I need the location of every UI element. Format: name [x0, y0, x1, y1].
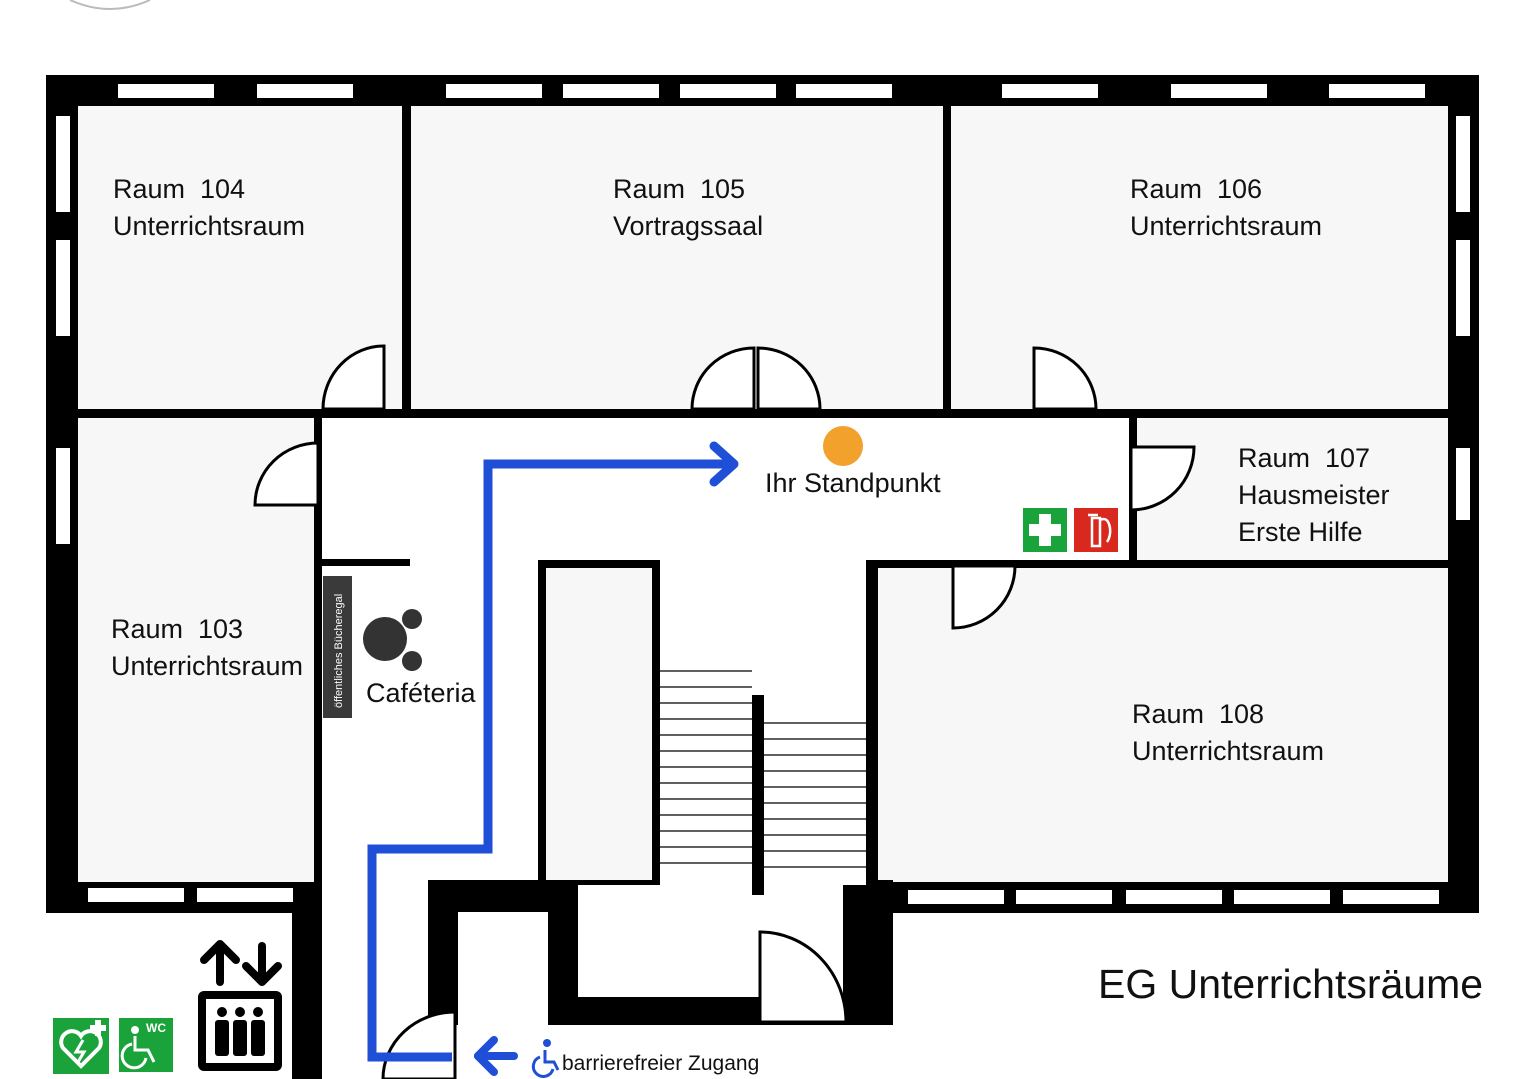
room-104-name: Unterrichtsraum — [113, 211, 305, 241]
cafeteria-wall — [322, 559, 410, 566]
room-107-number: Raum 107 — [1238, 443, 1370, 473]
wc-accessible-icon: WC — [119, 1018, 173, 1072]
room-104-number: Raum 104 — [113, 174, 245, 204]
room-106-name: Unterrichtsraum — [1130, 211, 1322, 241]
wheelchair-icon — [531, 1039, 560, 1078]
stair-lower-fill-a — [458, 912, 548, 1040]
door-108 — [951, 564, 1017, 630]
room-107 — [1137, 418, 1448, 560]
wall-108-left — [866, 560, 878, 885]
room-103-name: Unterrichtsraum — [111, 651, 303, 681]
route-arrow-icon — [709, 441, 739, 487]
bookshelf — [323, 576, 352, 718]
door-107 — [1129, 445, 1196, 512]
cafeteria-icon — [363, 609, 422, 671]
elevator-icon — [198, 940, 282, 1071]
corridor-right-wall — [292, 880, 322, 1079]
fire-extinguisher-icon — [1072, 506, 1120, 554]
wall-107-bottom — [866, 560, 1448, 568]
room-105-name: Vortragssaal — [613, 211, 763, 241]
room-106 — [951, 106, 1448, 409]
floor-title: EG Unterrichtsräume — [1098, 961, 1483, 1007]
stair-divider — [752, 695, 764, 895]
outside-right — [893, 913, 1527, 1025]
doors — [253, 344, 1196, 1079]
wall-104-105 — [402, 106, 411, 409]
standpoint-label: Ihr Standpunkt — [765, 468, 941, 498]
door-105-right — [756, 346, 822, 411]
door-stair — [758, 930, 848, 1024]
room-108-number: Raum 108 — [1132, 699, 1264, 729]
wall-105-106 — [943, 106, 951, 409]
wall-top-rooms — [78, 409, 1448, 418]
room-103-number: Raum 103 — [111, 614, 243, 644]
room-106-number: Raum 106 — [1130, 174, 1262, 204]
door-105-left — [690, 346, 756, 411]
first-aid-icon — [1021, 506, 1069, 554]
cafeteria-label: Caféteria — [366, 678, 477, 708]
door-103 — [253, 441, 320, 507]
bookshelf-label: öffentliches Bücheregal — [333, 594, 345, 708]
aed-icon — [53, 1018, 109, 1074]
outside-bottom — [458, 1025, 1527, 1079]
entrance-arrow-icon — [474, 1036, 518, 1076]
room-108-name: Unterrichtsraum — [1132, 736, 1324, 766]
entrance-label: barrierefreier Zugang — [562, 1052, 759, 1075]
door-104 — [321, 344, 386, 411]
room-107-name: Hausmeister — [1238, 480, 1390, 510]
door-entrance — [381, 1010, 457, 1079]
room-105 — [411, 106, 943, 409]
room-105-number: Raum 105 — [613, 174, 745, 204]
windows — [56, 84, 1470, 904]
room-107-extra: Erste Hilfe — [1238, 517, 1363, 547]
svg-text:WC: WC — [146, 1021, 166, 1035]
stairs — [660, 670, 866, 868]
stair-core-fill — [546, 568, 652, 880]
route-path — [367, 459, 730, 1062]
top-logo-fragment — [69, 0, 151, 10]
wall-103-corridor — [314, 418, 322, 880]
door-106 — [1032, 346, 1098, 411]
standpoint-icon — [823, 426, 863, 466]
